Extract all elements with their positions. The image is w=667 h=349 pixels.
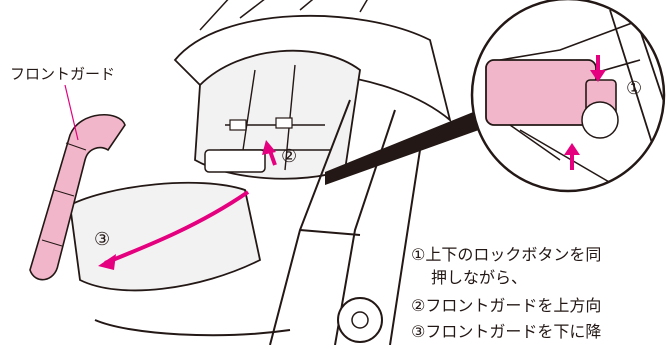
instruction-1-continued: 押しながら、 [431,268,528,287]
front-guard-label: フロントガード [10,65,116,83]
front-guard [29,114,126,281]
zoom-callout-wedge [325,102,498,185]
instruction-2: ②フロントガードを上方向 [411,296,602,315]
instruction-1: ①上下のロックボタンを同 [411,245,602,264]
step-3-marker: ③ [94,229,111,250]
step-2-marker: ② [281,146,298,167]
label-leader-line [64,84,79,141]
frame [269,99,421,346]
instruction-3: ③フロントガードを下に降 [411,322,602,341]
guard-lock-detail [485,59,597,126]
step-1-marker: ① [626,78,643,99]
buckle [204,149,266,173]
arrow-lower-guard [104,190,250,265]
